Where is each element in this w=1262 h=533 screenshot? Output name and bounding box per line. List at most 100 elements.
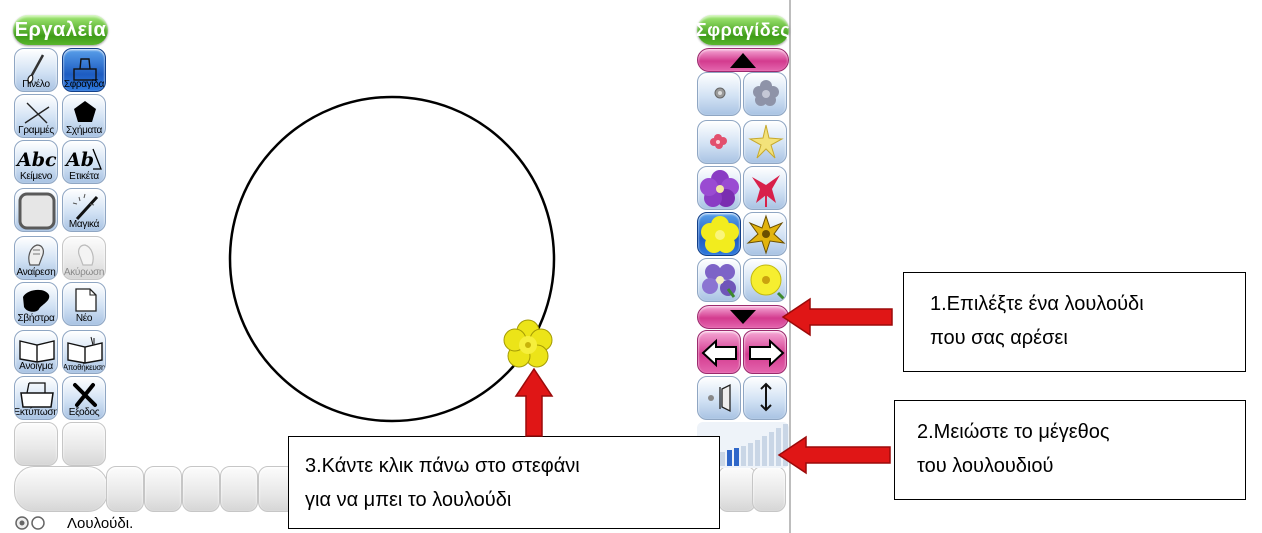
tool-stamp-button[interactable]: Σφραγίδα	[62, 48, 106, 92]
option-slot[interactable]	[220, 466, 258, 512]
stamp-button[interactable]	[743, 72, 787, 116]
callout-3: 3.Κάντε κλικ πάνω στο στεφάνι για να μπε…	[288, 436, 720, 529]
option-slot[interactable]	[718, 466, 756, 512]
fill-square-icon	[18, 192, 56, 230]
tool-label: Μαγικά	[68, 219, 100, 230]
callout-2-line-2: του λουλουδιού	[917, 455, 1054, 477]
tool-label-button[interactable]: Ab Ετικέτα	[62, 140, 106, 184]
printer-icon	[20, 382, 54, 408]
callout-1-line-1: 1.Επιλέξτε ένα λουλούδι	[930, 293, 1144, 315]
tool-label: Γραμμές	[18, 125, 54, 136]
arrow-left-icon	[701, 338, 737, 368]
tool-label: Εκτύπωση	[14, 407, 58, 418]
status-text: Λουλούδι.	[67, 515, 134, 532]
open-book-icon	[19, 340, 55, 363]
stamp-prev-button[interactable]	[697, 330, 741, 374]
tool-save-button[interactable]: Αποθήκευση	[62, 330, 106, 374]
stamps-header: Σφραγίδες	[696, 15, 790, 45]
tool-label: Αναίρεση	[16, 267, 56, 278]
stamps-scroll-up-button[interactable]	[697, 48, 789, 72]
lines-icon	[24, 102, 50, 124]
arrow-to-wreath	[514, 367, 554, 437]
callout-2: 2.Μειώστε το μέγεθος του λουλουδιού	[894, 400, 1246, 500]
violet-pansy-icon	[702, 264, 736, 298]
svg-text:Ab: Ab	[64, 149, 94, 171]
yellow-buttercup-icon	[701, 216, 739, 253]
tool-print-button[interactable]: Εκτύπωση	[14, 376, 58, 420]
stamp-button[interactable]	[743, 258, 787, 302]
empty-tool-slot	[62, 422, 106, 466]
arrow-right-icon	[749, 338, 785, 368]
tool-label: Αποθήκευση	[62, 363, 106, 372]
tool-brush-button[interactable]: Πινέλο	[14, 48, 58, 92]
option-slot[interactable]	[752, 466, 786, 512]
arrow-up-icon	[730, 53, 756, 68]
tool-label: Ετικέτα	[69, 171, 99, 182]
empty-tool-slot	[14, 422, 58, 466]
tool-text-button[interactable]: Abc Κείμενο	[14, 140, 58, 184]
callout-3-line-1: 3.Κάντε κλικ πάνω στο στεφάνι	[305, 455, 580, 477]
tool-fill-button[interactable]	[14, 188, 58, 232]
stamp-mirror-button[interactable]	[697, 376, 741, 420]
tool-label: Πινέλο	[22, 79, 50, 90]
tool-open-button[interactable]: Ανοιγμα	[14, 330, 58, 374]
tool-label: Εξοδος	[68, 407, 100, 418]
tool-label: Νέο	[75, 313, 93, 324]
stamp-button[interactable]	[697, 72, 741, 116]
save-book-icon	[67, 336, 103, 364]
stamp-button[interactable]	[743, 166, 787, 210]
tool-label: Ακύρωση	[63, 267, 105, 278]
option-slot[interactable]	[106, 466, 144, 512]
undo-hand-icon	[28, 244, 44, 266]
red-fuchsia-icon	[752, 175, 780, 207]
pink-small-flower-icon	[710, 134, 727, 149]
tool-label: Σφραγίδα	[63, 79, 105, 90]
stamp-next-button[interactable]	[743, 330, 787, 374]
tool-redo-button: Ακύρωση	[62, 236, 106, 280]
stamp-button[interactable]	[697, 166, 741, 210]
purple-petunia-icon	[700, 170, 739, 207]
gray-blossom-icon	[753, 80, 779, 106]
arrow-to-stamps	[781, 297, 893, 337]
stamp-button[interactable]	[697, 120, 741, 164]
tool-new-button[interactable]: Νέο	[62, 282, 106, 326]
callout-2-line-1: 2.Μειώστε το μέγεθος	[917, 421, 1110, 443]
placed-flower-stamp	[503, 319, 553, 368]
wreath-circle	[228, 95, 556, 423]
new-page-icon	[75, 288, 97, 312]
stamp-icon	[73, 58, 97, 81]
tool-magic-button[interactable]: Μαγικά	[62, 188, 106, 232]
sound-icon[interactable]	[14, 514, 48, 532]
tool-label: Ανοιγμα	[19, 361, 53, 372]
tool-label: Κείμενο	[19, 171, 53, 182]
yellow-daffodil-icon	[746, 214, 786, 255]
redo-hand-icon	[78, 244, 94, 266]
option-slot[interactable]	[144, 466, 182, 512]
yellow-primrose-icon	[750, 264, 786, 301]
tool-lines-button[interactable]: Γραμμές	[14, 94, 58, 138]
mirror-icon	[708, 383, 731, 413]
gray-bead-flower-icon	[714, 87, 726, 99]
stamp-flip-button[interactable]	[743, 376, 787, 420]
option-slot[interactable]	[182, 466, 220, 512]
tool-eraser-button[interactable]: Σβήστρα	[14, 282, 58, 326]
stamps-scroll-down-button[interactable]	[697, 305, 789, 329]
tool-exit-button[interactable]: Εξοδος	[62, 376, 106, 420]
stamp-button[interactable]	[743, 212, 787, 256]
yellow-lily-icon	[748, 124, 784, 159]
callout-3-line-2: για να μπει το λουλούδι	[305, 489, 512, 511]
tool-undo-button[interactable]: Αναίρεση	[14, 236, 58, 280]
eraser-icon	[23, 289, 50, 312]
tool-shapes-button[interactable]: Σχήματα	[62, 94, 106, 138]
stamp-button-selected[interactable]	[697, 212, 741, 256]
text-abc-icon: Abc	[15, 149, 57, 171]
stamp-button[interactable]	[697, 258, 741, 302]
arrow-down-icon	[730, 310, 756, 324]
exit-x-icon	[73, 383, 97, 407]
panel-divider	[789, 0, 791, 533]
tools-header: Εργαλεία	[13, 15, 108, 45]
stamp-button[interactable]	[743, 120, 787, 164]
arrow-to-size-slider	[777, 435, 891, 475]
brush-icon	[27, 54, 45, 84]
magic-wand-icon	[72, 193, 99, 221]
